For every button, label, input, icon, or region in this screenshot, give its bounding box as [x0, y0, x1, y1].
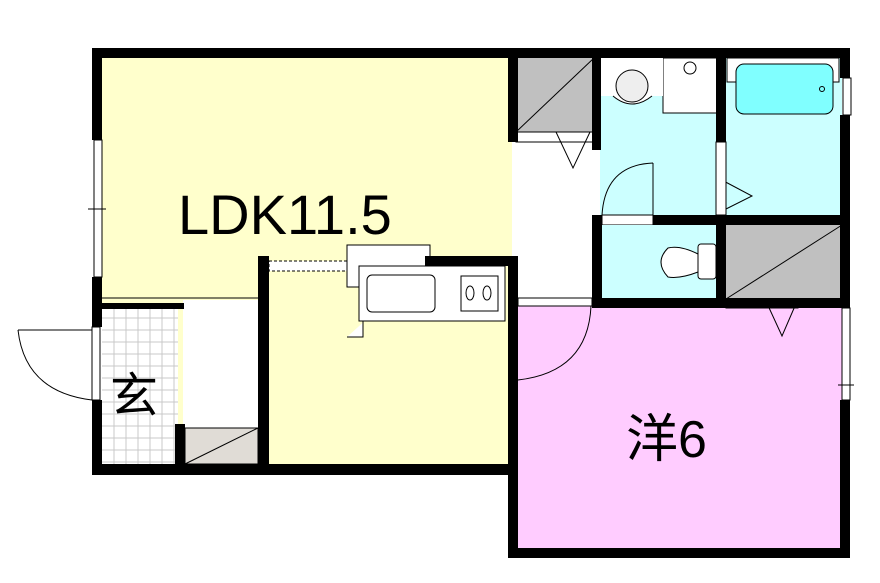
- stove-icon: [460, 275, 499, 312]
- western-floor: [512, 306, 844, 552]
- western-room-label: 洋6: [626, 411, 707, 469]
- washing-machine-icon: [615, 69, 649, 103]
- western-door-icon: [517, 305, 592, 381]
- washroom-door-icon: [601, 162, 654, 216]
- entrance-label: 玄: [110, 370, 158, 423]
- closet-door-icon: [555, 131, 591, 170]
- windows: [88, 77, 854, 401]
- closet-door-icon-2: [764, 298, 799, 338]
- ldk-label: LDK11.5: [178, 183, 392, 246]
- entrance-door-icon: [17, 329, 94, 401]
- kitchen-sink-icon: [366, 274, 436, 313]
- bath-door-icon: [717, 177, 754, 214]
- entrance-tiles: [102, 305, 178, 465]
- sink-basin-icon: [683, 61, 697, 75]
- walls: [92, 48, 850, 558]
- bathtub-icon: [735, 63, 834, 115]
- toilet-icon: [660, 246, 699, 278]
